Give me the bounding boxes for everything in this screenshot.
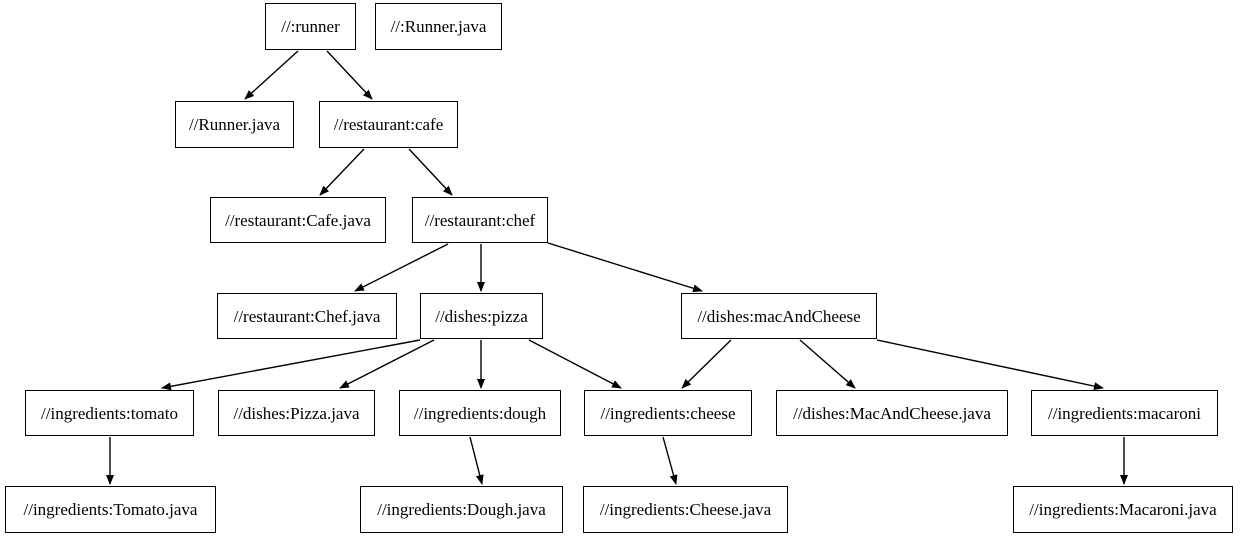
graph-node-label: //ingredients:Macaroni.java xyxy=(1029,500,1217,519)
graph-node-ing_macaroni[interactable]: //ingredients:macaroni xyxy=(1031,390,1218,436)
graph-edge-dishes_mac-to-ing_macaroni xyxy=(876,339,1104,391)
graph-node-label: //ingredients:tomato xyxy=(41,403,178,423)
graph-node-dough_java[interactable]: //ingredients:Dough.java xyxy=(360,486,563,533)
graph-edge-restaurant_cafe-to-cafe_java xyxy=(319,148,365,196)
graph-node-runner[interactable]: //:runner xyxy=(265,3,356,50)
graph-node-mac_java[interactable]: //dishes:MacAndCheese.java xyxy=(776,390,1008,436)
graph-node-restaurant_chef[interactable]: //restaurant:chef xyxy=(412,197,548,243)
graph-node-label: //ingredients:cheese xyxy=(600,403,736,423)
graph-node-chef_java[interactable]: //restaurant:Chef.java xyxy=(217,293,397,339)
graph-edge-ing_cheese-to-cheese_java xyxy=(662,436,678,485)
graph-node-label: //Runner.java xyxy=(188,115,281,134)
graph-node-label: //restaurant:chef xyxy=(424,210,536,230)
graph-node-label: //ingredients:Dough.java xyxy=(377,500,546,519)
graph-node-label: //ingredients:dough xyxy=(413,403,547,423)
graph-node-cheese_java[interactable]: //ingredients:Cheese.java xyxy=(583,486,788,533)
graph-node-label: //ingredients:Tomato.java xyxy=(23,500,198,519)
graph-edge-restaurant_cafe-to-restaurant_chef xyxy=(408,148,453,196)
graph-edge-dishes_pizza-to-pizza_java xyxy=(339,339,435,389)
graph-node-label: //dishes:Pizza.java xyxy=(233,403,360,423)
graph-node-restaurant_cafe[interactable]: //restaurant:cafe xyxy=(319,101,458,148)
graph-node-label: //dishes:macAndCheese xyxy=(697,306,861,326)
graph-node-cafe_java[interactable]: //restaurant:Cafe.java xyxy=(210,197,386,243)
graph-node-pizza_java[interactable]: //dishes:Pizza.java xyxy=(218,390,375,436)
graph-node-dishes_pizza[interactable]: //dishes:pizza xyxy=(420,293,543,339)
graph-node-ing_dough[interactable]: //ingredients:dough xyxy=(399,390,561,436)
graph-node-runner_java[interactable]: //Runner.java xyxy=(175,101,294,148)
graph-edge-dishes_mac-to-mac_java xyxy=(799,339,856,389)
graph-node-label: //:Runner.java xyxy=(390,17,487,36)
graph-node-label: //dishes:MacAndCheese.java xyxy=(793,403,991,423)
graph-node-label: //ingredients:Cheese.java xyxy=(599,500,772,519)
graph-node-label: //dishes:pizza xyxy=(435,306,528,326)
graph-edge-ing_dough-to-dough_java xyxy=(469,436,484,485)
graph-node-label: //restaurant:cafe xyxy=(333,115,444,134)
graph-node-runner_java_root[interactable]: //:Runner.java xyxy=(375,3,502,50)
graph-edge-dishes_pizza-to-ing_cheese xyxy=(528,339,622,389)
graph-node-macaroni_java[interactable]: //ingredients:Macaroni.java xyxy=(1013,486,1233,533)
graph-edge-dishes_mac-to-ing_cheese xyxy=(681,339,732,389)
graph-node-label: //ingredients:macaroni xyxy=(1048,403,1201,423)
graph-node-tomato_java[interactable]: //ingredients:Tomato.java xyxy=(5,486,216,533)
graph-node-label: //:runner xyxy=(281,17,340,36)
graph-node-label: //restaurant:Chef.java xyxy=(233,306,381,326)
graph-edge-runner-to-runner_java xyxy=(244,50,299,100)
graph-node-label: //restaurant:Cafe.java xyxy=(225,210,371,230)
graph-node-ing_tomato[interactable]: //ingredients:tomato xyxy=(25,390,194,436)
graph-edge-runner-to-restaurant_cafe xyxy=(326,50,373,100)
graph-edge-dishes_pizza-to-ing_tomato xyxy=(161,339,421,391)
graph-edge-restaurant_chef-to-chef_java xyxy=(354,243,449,292)
graph-edge-restaurant_chef-to-dishes_mac xyxy=(547,242,703,293)
graph-node-ing_cheese[interactable]: //ingredients:cheese xyxy=(584,390,752,436)
graph-node-dishes_mac[interactable]: //dishes:macAndCheese xyxy=(681,293,877,339)
